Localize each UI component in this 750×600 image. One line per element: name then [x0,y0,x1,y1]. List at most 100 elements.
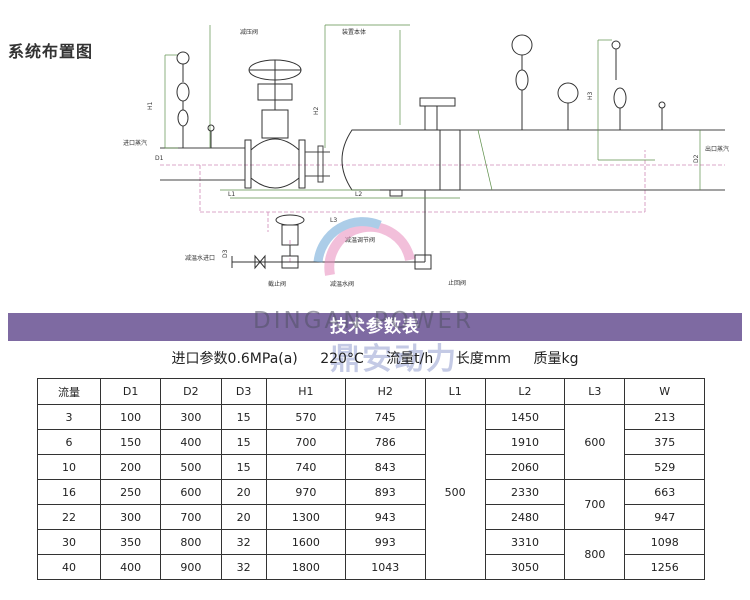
dim-D2: D2 [693,154,700,163]
dim-D1: D1 [155,155,164,162]
cell-d3: 32 [220,529,267,555]
dim-L1: L1 [228,191,235,198]
cell-d3: 20 [220,504,267,530]
table-row: 16 250 600 20 970 893 2330 700 663 [37,479,705,530]
cell-h1: 1600 [265,529,347,555]
table-row: 10 200 500 15 740 843 2060 529 [37,454,705,480]
cell-w: 947 [624,504,705,530]
instrument-left [176,51,215,148]
inlet-temperature: 220°C [320,351,364,367]
cell-d1: 100 [99,404,162,430]
cell-d2: 600 [160,479,222,505]
cell-flow: 6 [37,429,101,455]
cell-h1: 1800 [265,554,347,580]
cell-h2: 993 [345,529,426,555]
inlet-parameters: 进口参数0.6MPa(a) [171,351,298,367]
dimension-lines [164,24,701,199]
cell-d3: 32 [220,554,267,580]
header-l3: L3 [564,378,626,405]
table-row: 40 400 900 32 1800 1043 3050 1256 [37,554,705,580]
layout-title: 系统布置图 [8,42,94,61]
cell-d2: 900 [160,554,222,580]
label-shutoff-valve: 截止阀 [268,280,286,288]
dim-H1: H1 [147,101,154,110]
cell-h2: 843 [345,454,426,480]
cell-w: 1256 [624,554,705,580]
cell-l3-merged: 700 [564,479,626,530]
cell-w: 375 [624,429,705,455]
cell-d3: 15 [220,429,267,455]
header-h2: H2 [345,378,426,405]
dim-L2: L2 [355,191,362,198]
header-d2: D2 [160,378,222,405]
table-row: 30 350 800 32 1600 993 3310 800 1098 [37,529,705,580]
dim-H2: H2 [313,106,320,115]
cell-l1-merged: 500 [424,404,486,580]
cell-d3: 15 [220,404,267,430]
cell-h1: 1300 [265,504,347,530]
cell-flow: 22 [37,504,101,530]
cell-d1: 250 [99,479,162,505]
label-outlet: 出口蒸汽 [705,145,729,153]
cell-h1: 970 [265,479,347,505]
header-d3: D3 [220,378,267,405]
dim-D3: D3 [222,249,229,258]
control-valve [244,59,306,189]
cell-l2: 2480 [484,504,566,530]
cell-l2: 1450 [484,404,566,430]
cell-d2: 800 [160,529,222,555]
cell-d3: 20 [220,479,267,505]
cell-flow: 10 [37,454,101,480]
cell-l2: 3310 [484,529,566,555]
header-d1: D1 [99,378,162,405]
cell-d2: 500 [160,454,222,480]
cell-flow: 16 [37,479,101,505]
cell-d2: 400 [160,429,222,455]
parameter-title: 技术参数表 [330,317,420,337]
cell-d1: 400 [99,554,162,580]
cell-d2: 700 [160,504,222,530]
label-water-control-valve: 减温调节阀 [345,236,375,244]
cell-w: 1098 [624,529,705,555]
watermark-latin: DINGAN POWER [253,308,474,334]
cell-l2: 2060 [484,454,566,480]
label-check-valve: 止回阀 [448,279,466,287]
cell-d2: 300 [160,404,222,430]
logo-mark [313,217,415,276]
header-h1: H1 [265,378,347,405]
mass-unit: 质量kg [533,351,579,367]
label-water-inlet: 减温水进口 [185,254,215,262]
cell-d3: 15 [220,454,267,480]
cell-d1: 150 [99,429,162,455]
label-water-valve: 减温水阀 [330,280,354,288]
label-inlet: 进口蒸汽 [123,139,147,147]
cell-flow: 40 [37,554,101,580]
cell-l3-merged: 800 [564,529,626,580]
length-unit: 长度mm [455,351,512,367]
header-l1: L1 [424,378,486,405]
inlet-pipe [160,147,245,181]
cell-w: 663 [624,479,705,505]
label-pressure-valve: 减压阀 [240,28,258,36]
cell-flow: 3 [37,404,101,430]
table-row: 22 300 700 20 1300 943 2480 947 [37,504,705,530]
mid-pipe [305,145,330,183]
parameter-banner: 技术参数表 [8,313,742,341]
dim-H3: H3 [587,91,594,100]
cell-h1: 570 [265,404,347,430]
table-header-row: 流量 D1 D2 D3 H1 H2 L1 L2 L3 W [37,378,705,405]
cell-w: 529 [624,454,705,480]
desuperheater-body [341,97,461,262]
cell-w: 213 [624,404,705,430]
cell-h2: 745 [345,404,426,430]
cell-l3-merged: 600 [564,404,626,480]
header-l2: L2 [484,378,566,405]
units-line: 进口参数0.6MPa(a) 220°C 流量t/h 长度mm 质量kg [0,348,750,368]
cell-h1: 700 [265,429,347,455]
cell-d1: 300 [99,504,162,530]
cell-l2: 2330 [484,479,566,505]
header-w: W [624,378,705,405]
parameter-table: 流量 D1 D2 D3 H1 H2 L1 L2 L3 W 3 100 300 1… [37,378,705,580]
outlet-pipe [460,129,725,191]
cell-h2: 786 [345,429,426,455]
